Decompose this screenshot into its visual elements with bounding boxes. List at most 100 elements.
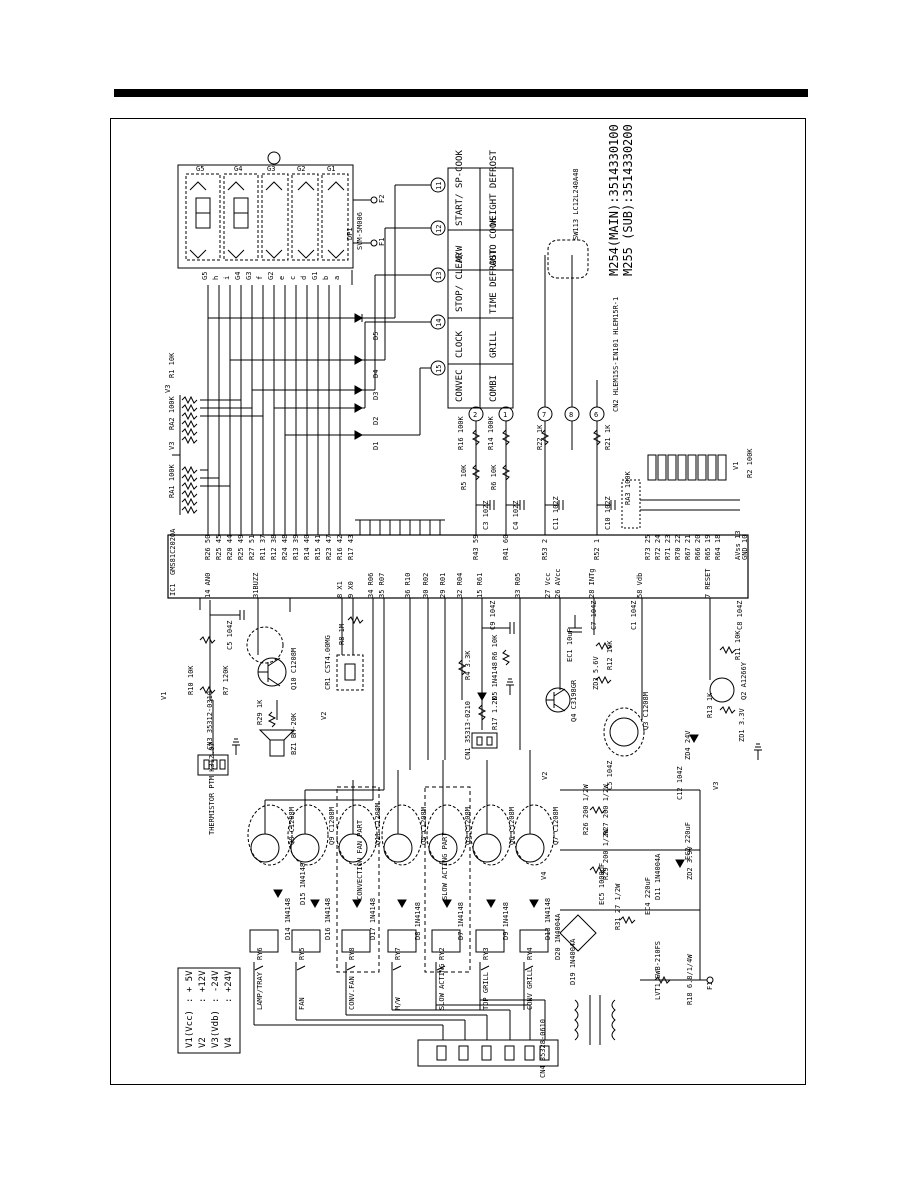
svg-text:DP1: DP1 xyxy=(346,227,354,240)
svg-text:d: d xyxy=(300,276,308,280)
svg-text:RA3 100K: RA3 100K xyxy=(624,470,632,505)
svg-text:R22 1K: R22 1K xyxy=(536,424,544,450)
svg-text:G2: G2 xyxy=(297,165,305,173)
svg-text:C8 104Z: C8 104Z xyxy=(736,600,744,630)
svg-text:C10 102Z: C10 102Z xyxy=(604,496,612,530)
svg-text:D5: D5 xyxy=(372,332,380,340)
key-col-14: 14 xyxy=(435,319,443,327)
svg-text:D4: D4 xyxy=(372,370,380,378)
svg-text:R66 20: R66 20 xyxy=(694,535,702,560)
svg-text:15 R61: 15 R61 xyxy=(476,573,484,598)
legend-v4-name: V4 xyxy=(224,1037,234,1048)
svg-text:R16 42: R16 42 xyxy=(336,535,344,560)
svg-text:R26 200 1/2W: R26 200 1/2W xyxy=(582,784,590,835)
svg-text:7: 7 xyxy=(542,411,546,419)
svg-text:G1: G1 xyxy=(327,165,335,173)
svg-text:29 R01: 29 R01 xyxy=(439,573,447,598)
supply-symbols: V1 V2 V2 V4 V3 F1 V3 V3 V1 xyxy=(160,385,740,990)
relay-ry2-ref: RY2 xyxy=(438,947,446,960)
key-col-13: 13 xyxy=(435,272,443,280)
svg-text:G2: G2 xyxy=(267,272,275,280)
svg-text:27 Vcc: 27 Vcc xyxy=(544,573,552,598)
svg-text:b: b xyxy=(322,276,330,280)
model-sub-label: M255 (SUB):3514330200 xyxy=(621,124,635,276)
buzzer-driver: Q10 C1208M R29 1K R10 10K R7 120K xyxy=(187,598,298,728)
svg-text:R11 10K: R11 10K xyxy=(734,630,742,660)
svg-text:V2: V2 xyxy=(541,772,549,780)
svg-text:D3: D3 xyxy=(372,392,380,400)
svg-text:D17 1N4148: D17 1N4148 xyxy=(369,898,377,940)
svg-text:f: f xyxy=(256,276,264,280)
svg-text:SVM-5M006: SVM-5M006 xyxy=(356,212,364,250)
svg-text:R25 45: R25 45 xyxy=(215,535,223,560)
svg-text:h: h xyxy=(212,276,220,280)
svg-text:R15 41: R15 41 xyxy=(314,535,322,560)
svg-text:9 X0: 9 X0 xyxy=(347,581,355,598)
svg-text:RA2 100K: RA2 100K xyxy=(168,395,176,430)
svg-text:D15 1N4148: D15 1N4148 xyxy=(299,863,307,905)
svg-text:G3: G3 xyxy=(267,165,275,173)
key-convec: CONVEC xyxy=(455,369,465,402)
svg-text:Q8 C1208M: Q8 C1208M xyxy=(288,807,296,845)
slow-acting-box xyxy=(424,786,471,973)
svg-text:Q5 C1208M: Q5 C1208M xyxy=(420,807,428,845)
relay-ry7: M/W xyxy=(394,997,402,1010)
key-col-12: 12 xyxy=(435,225,443,233)
svg-text:a: a xyxy=(333,276,341,280)
svg-text:58 Vdb: 58 Vdb xyxy=(636,573,644,598)
svg-text:D16 1N4148: D16 1N4148 xyxy=(324,898,332,940)
svg-text:G1: G1 xyxy=(311,272,319,280)
svg-text:R12 38: R12 38 xyxy=(270,535,278,560)
option-jumpers: RA3 100K R2 100K xyxy=(621,448,754,529)
svg-text:26 AVcc: 26 AVcc xyxy=(554,568,562,598)
svg-text:V2: V2 xyxy=(320,712,328,720)
svg-text:R17 43: R17 43 xyxy=(347,535,355,560)
svg-text:D2: D2 xyxy=(372,417,380,425)
svg-text:EC1 10uF: EC1 10uF xyxy=(566,628,574,662)
legend-v2-value: : +12V xyxy=(198,970,208,1003)
svg-text:Q9 C1208M: Q9 C1208M xyxy=(328,807,336,845)
svg-text:e: e xyxy=(278,276,286,280)
svg-text:R2 100K: R2 100K xyxy=(746,448,754,478)
key-combi: COMBI xyxy=(489,375,499,402)
svg-text:R52 1: R52 1 xyxy=(593,539,601,560)
svg-text:c: c xyxy=(289,276,297,280)
key-col-15: 15 xyxy=(435,365,443,373)
svg-text:R21 1K: R21 1K xyxy=(604,424,612,450)
svg-text:ZD4 24V: ZD4 24V xyxy=(684,730,692,760)
svg-text:G5: G5 xyxy=(201,272,209,280)
svg-text:R29 200 1/2W: R29 200 1/2W xyxy=(602,829,610,880)
convection-box xyxy=(336,786,380,973)
svg-text:V1: V1 xyxy=(732,462,740,470)
svg-text:R67 21: R67 21 xyxy=(684,535,692,560)
svg-text:R53 2: R53 2 xyxy=(541,539,549,560)
svg-text:D14 1N4148: D14 1N4148 xyxy=(284,898,292,940)
key-auto-cook: AUTO COOK xyxy=(489,217,499,266)
svg-text:R12 10K: R12 10K xyxy=(606,640,614,670)
svg-text:36 R10: 36 R10 xyxy=(404,573,412,598)
svg-text:R70 22: R70 22 xyxy=(674,535,682,560)
relay-ry6-ref: RY6 xyxy=(256,947,264,960)
relay-ry3: TOP GRILL xyxy=(482,972,490,1010)
svg-text:6: 6 xyxy=(594,411,598,419)
svg-text:Q3 C1208M: Q3 C1208M xyxy=(642,692,650,730)
svg-text:14 AN0: 14 AN0 xyxy=(204,573,212,598)
svg-text:Q6 C1208M: Q6 C1208M xyxy=(508,807,516,845)
svg-text:R14 40: R14 40 xyxy=(303,535,311,560)
relay-bus xyxy=(253,990,546,1040)
relay-ry6: LAMP/TRAY xyxy=(256,971,264,1010)
svg-text:D13 1N4148: D13 1N4148 xyxy=(544,898,552,940)
ic1-mcu: IC1 GMS81C2020A R26 50 R25 45 R20 44 R25… xyxy=(167,519,749,599)
buzzer: BZ1 BM-20K xyxy=(258,700,298,757)
legend-v3-value: : -24V xyxy=(211,970,221,1003)
svg-text:F1: F1 xyxy=(706,982,714,990)
ground-symbols xyxy=(232,678,762,760)
svg-text:V3: V3 xyxy=(168,442,176,450)
svg-text:34 R06: 34 R06 xyxy=(367,573,375,598)
svg-text:Q3 C1208M: Q3 C1208M xyxy=(464,807,472,845)
svg-text:7 RESET: 7 RESET xyxy=(704,568,712,598)
svg-text:R41 60: R41 60 xyxy=(502,535,510,560)
crystal-label: CR1 CST4.00MG xyxy=(324,635,332,690)
ic1-ref: IC1 xyxy=(169,583,177,596)
